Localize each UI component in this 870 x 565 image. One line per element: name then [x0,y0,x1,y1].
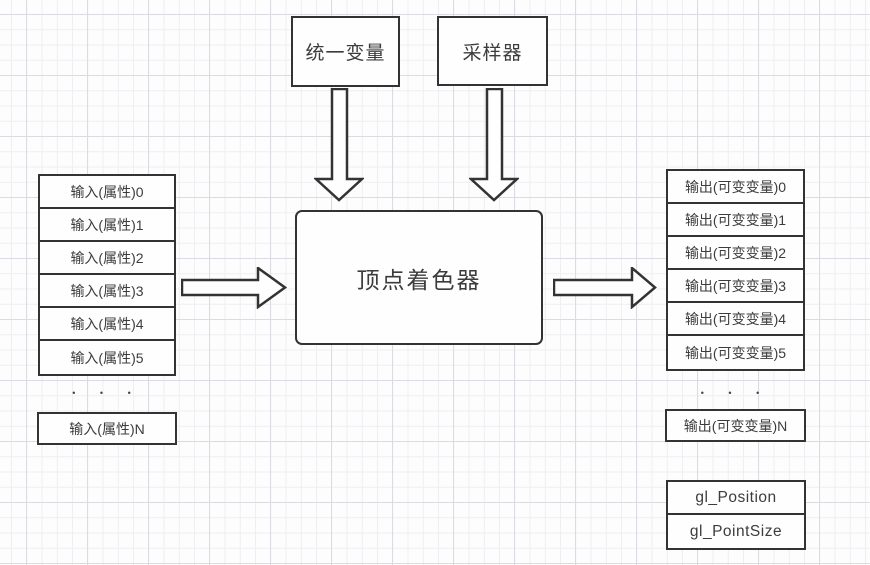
input-attribute-row: 输入(属性)4 [40,308,174,341]
output-varying-label: 输出(可变变量)3 [684,277,787,294]
output-varying-row: 输出(可变变量)4 [668,303,803,336]
input-attribute-label: 输入(属性)1 [70,216,144,233]
output-varying-row: 输出(可变变量)3 [668,270,803,303]
input-attribute-row: 输入(属性)2 [40,242,174,275]
input-attribute-row: 输入(属性)0 [40,176,174,209]
outputs-list: 输出(可变变量)0 输出(可变变量)1 输出(可变变量)2 输出(可变变量)3 … [666,169,805,371]
input-attribute-n-label: 输入(属性)N [69,420,145,437]
gl-position-row: gl_Position [668,482,804,515]
outputs-ellipsis: • • • [700,388,771,398]
output-varying-row: 输出(可变变量)1 [668,204,803,237]
input-attribute-label: 输入(属性)3 [70,282,144,299]
output-varying-row: 输出(可变变量)2 [668,237,803,270]
input-attribute-row: 输入(属性)1 [40,209,174,242]
arrow-right-icon [553,267,657,309]
uniforms-box: 统一变量 [291,16,400,87]
sampler-box: 采样器 [437,16,548,86]
input-attribute-row: 输入(属性)5 [40,341,174,374]
sampler-box-label: 采样器 [462,42,523,64]
vertex-shader-box: 顶点着色器 [295,210,543,345]
input-attribute-row: 输入(属性)3 [40,275,174,308]
output-varying-label: 输出(可变变量)1 [684,211,787,228]
output-varying-n-label: 输出(可变变量)N [683,417,788,434]
output-varying-row: 输出(可变变量)5 [668,336,803,369]
inputs-list: 输入(属性)0 输入(属性)1 输入(属性)2 输入(属性)3 输入(属性)4 … [38,174,176,376]
input-attribute-label: 输入(属性)2 [70,249,144,266]
output-varying-label: 输出(可变变量)0 [684,178,787,195]
output-varying-row: 输出(可变变量)0 [668,171,803,204]
output-varying-n-box: 输出(可变变量)N [665,409,806,442]
input-attribute-label: 输入(属性)4 [70,315,144,332]
uniforms-box-label: 统一变量 [305,43,386,64]
gl-pointsize-label: gl_PointSize [689,522,783,540]
gl-position-label: gl_Position [695,488,777,506]
arrow-right-icon [181,267,287,309]
gl-pointsize-row: gl_PointSize [668,515,804,548]
vertex-shader-label: 顶点着色器 [356,266,482,293]
input-attribute-label: 输入(属性)5 [70,349,144,366]
inputs-ellipsis: • • • [72,388,142,398]
input-attribute-label: 输入(属性)0 [70,183,144,200]
output-varying-label: 输出(可变变量)4 [684,310,787,327]
input-attribute-n-box: 输入(属性)N [37,412,177,445]
output-varying-label: 输出(可变变量)5 [684,344,787,361]
arrow-down-icon [314,88,364,202]
builtin-outputs-list: gl_Position gl_PointSize [666,480,806,550]
arrow-down-icon [469,88,519,202]
output-varying-label: 输出(可变变量)2 [684,244,787,261]
